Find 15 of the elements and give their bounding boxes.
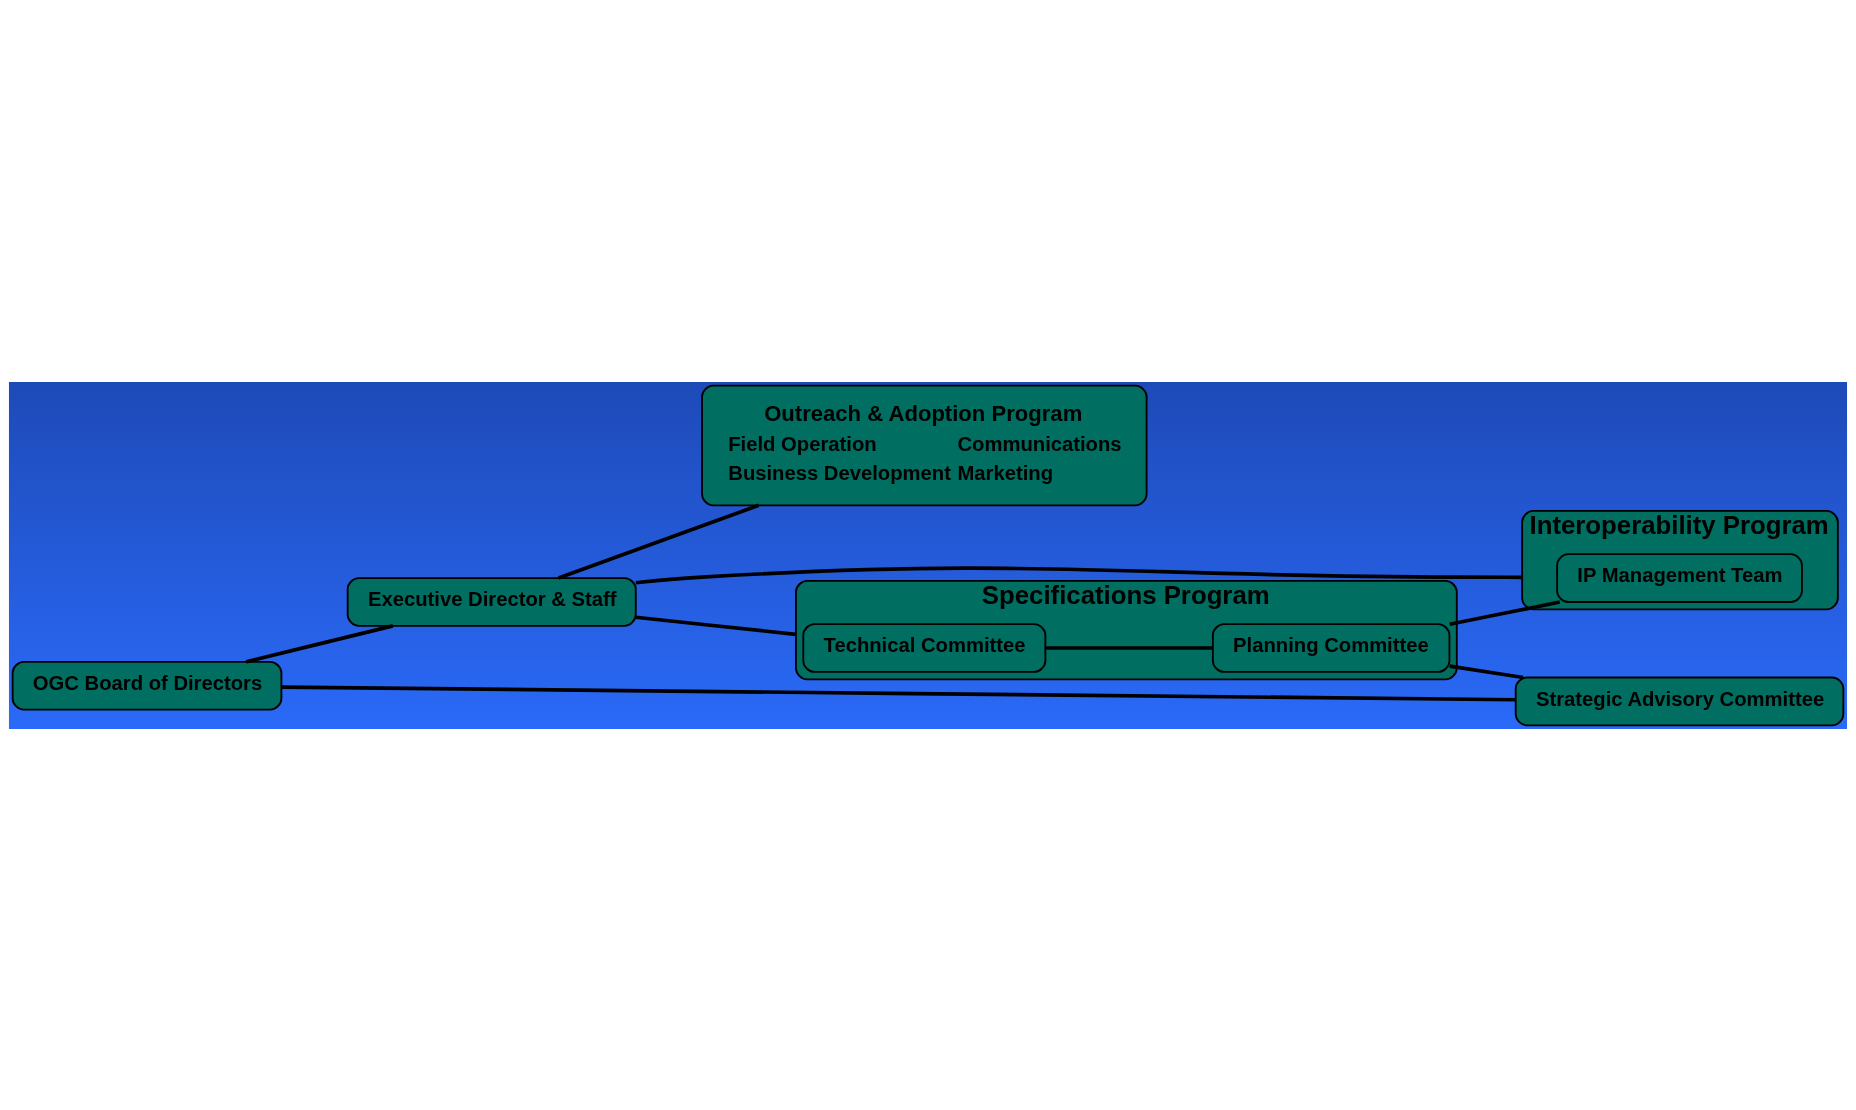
node-box: IP Management Team <box>1556 552 1803 603</box>
node-box: Strategic Advisory Committee <box>1514 676 1845 726</box>
connector <box>281 684 1516 702</box>
connector <box>557 503 760 580</box>
node-box: Outreach & Adoption Program Field Operation Communications Business Development Marketing <box>701 384 1148 506</box>
node-box: Executive Director & Staff <box>346 576 637 627</box>
node-box: OGC Board of Directors <box>11 660 283 711</box>
node-box: Technical Committee <box>802 622 1047 673</box>
connector <box>1449 663 1524 679</box>
node-box: Planning Committee <box>1211 622 1451 673</box>
connector <box>245 623 394 664</box>
connector <box>635 565 1523 585</box>
connector <box>1449 599 1561 626</box>
connector <box>635 614 797 636</box>
connector <box>1045 645 1213 650</box>
